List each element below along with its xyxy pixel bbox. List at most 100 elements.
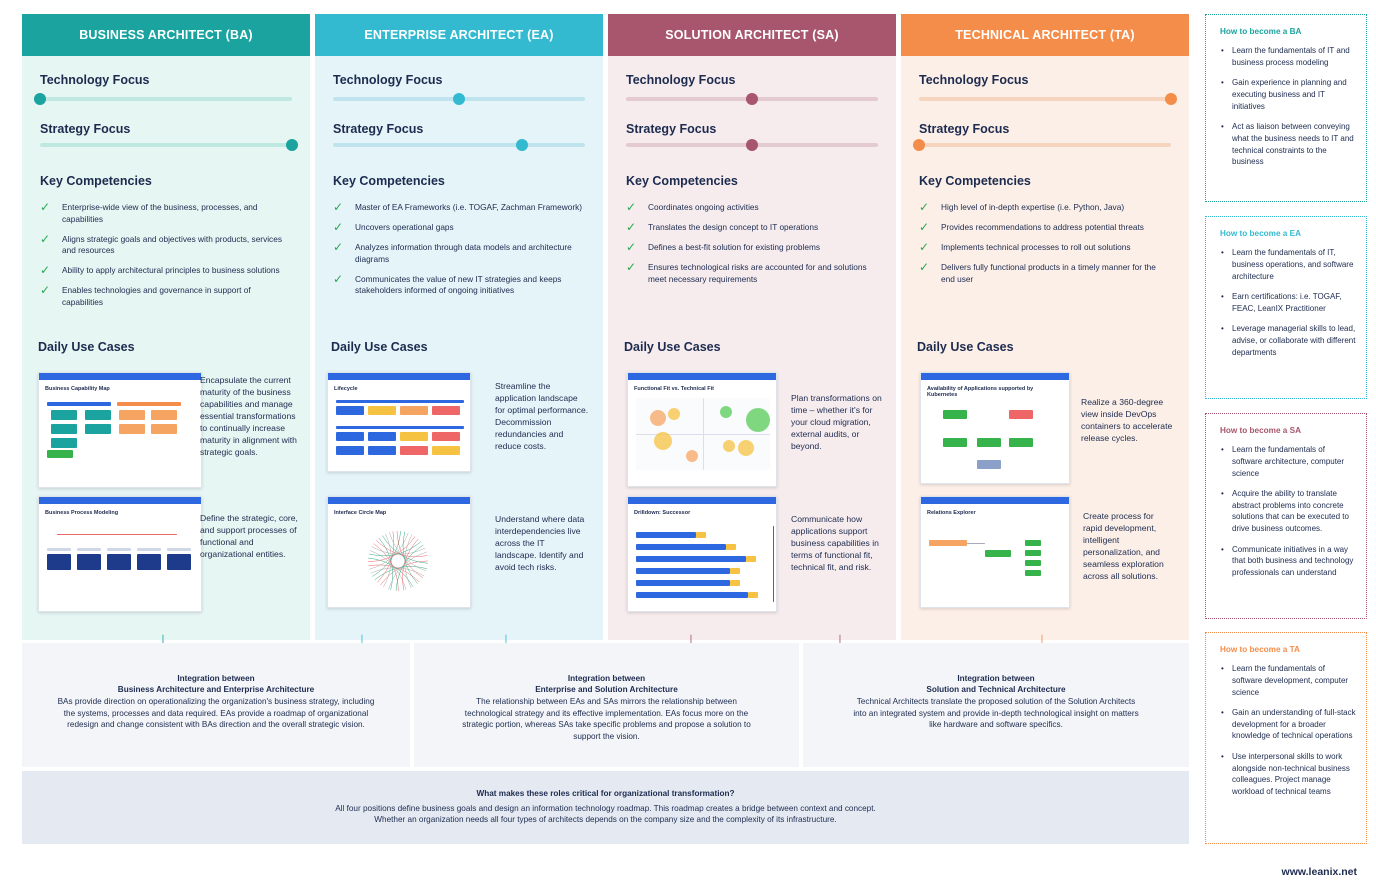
use-case-screenshot: Lifecycle xyxy=(327,372,471,472)
preview-block xyxy=(119,424,145,434)
how-to-item: Gain experience in planning and executin… xyxy=(1220,77,1356,112)
screenshot-title: Drilldown: Successor xyxy=(634,510,691,516)
key-competencies-label: Key Competencies xyxy=(919,174,1031,188)
competency-text: Communicates the value of new IT strateg… xyxy=(355,273,562,296)
preview-block xyxy=(336,446,364,455)
use-case-screenshot: Relations Explorer xyxy=(920,496,1070,608)
preview-block xyxy=(400,432,428,441)
preview-block xyxy=(336,426,464,429)
preview-block xyxy=(636,556,746,562)
check-icon: ✓ xyxy=(333,240,344,254)
preview-block xyxy=(636,592,748,598)
strategy-focus-slider xyxy=(626,139,878,151)
arrow-down-icon: ↓ xyxy=(501,629,511,651)
preview-block xyxy=(967,543,985,544)
key-competencies-label: Key Competencies xyxy=(40,174,152,188)
how-to-ta-box: How to become a TALearn the fundamentals… xyxy=(1205,632,1367,844)
preview-block xyxy=(47,548,71,551)
preview-block xyxy=(977,438,1001,447)
use-case-screenshot: Drilldown: Successor xyxy=(627,496,777,612)
ea-column: ENTERPRISE ARCHITECT (EA)Technology Focu… xyxy=(315,14,603,640)
how-to-ea-box: How to become a EA Learn the fundamentals… xyxy=(1205,216,1367,399)
column-header: BUSINESS ARCHITECT (BA) xyxy=(22,14,310,56)
use-case-screenshot: Availability of Applications supported b… xyxy=(920,372,1070,484)
use-case-description: Understand where data interdependencies … xyxy=(495,514,585,572)
competency-item: ✓ Communicates the value of new IT strate… xyxy=(333,271,585,297)
preview-block xyxy=(151,424,177,434)
competency-item: ✓Delivers fully functional products in a… xyxy=(919,261,1171,285)
preview-block xyxy=(167,548,191,551)
integration-subtitle: Solution and Technical Architecture xyxy=(926,685,1066,694)
screenshot-title: Functional Fit vs. Technical Fit xyxy=(634,386,714,392)
preview-block xyxy=(929,540,967,546)
integration-ba-ea: Integration between Business Architectur… xyxy=(22,643,410,767)
preview-block xyxy=(336,400,464,403)
website-link[interactable]: www.leanix.net xyxy=(1281,866,1357,878)
check-icon: ✓ xyxy=(333,271,344,286)
preview-block xyxy=(336,432,364,441)
slider-knob xyxy=(746,93,758,105)
arrow-down-icon: ↓ xyxy=(686,629,696,651)
screenshot-title: Business Capability Map xyxy=(45,386,110,392)
screenshot-title: Lifecycle xyxy=(334,386,358,392)
preview-block xyxy=(686,450,698,462)
how-to-item: Learn the fundamentals of IT and busines… xyxy=(1220,45,1356,69)
how-to-item: Earn certifications: i.e. TOGAF, FEAC, L… xyxy=(1220,291,1356,315)
competency-text: Enables technologies and governance in s… xyxy=(62,285,251,307)
check-icon: ✓ xyxy=(40,200,51,214)
integration-title: Integration between xyxy=(957,674,1035,683)
preview-block xyxy=(636,580,730,586)
preview-block xyxy=(368,446,396,455)
integration-title: Integration between xyxy=(177,674,255,683)
window-bar xyxy=(328,497,470,504)
summary-line: Whether an organization needs all four t… xyxy=(374,815,837,824)
check-icon: ✓ xyxy=(626,220,637,234)
column-header: TECHNICAL ARCHITECT (TA) xyxy=(901,14,1189,56)
use-case-description: Create process for rapid development, in… xyxy=(1083,511,1164,581)
technology-focus-slider xyxy=(919,93,1177,105)
competency-item: ✓Aligns strategic goals and objectives w… xyxy=(40,233,292,257)
how-to-title: How to become a EA xyxy=(1220,229,1301,238)
how-to-item: Learn the fundamentals of IT, business o… xyxy=(1220,247,1356,282)
screenshot-preview xyxy=(628,392,776,485)
screenshot-preview xyxy=(921,398,1069,483)
preview-block xyxy=(85,424,111,434)
slider-knob xyxy=(453,93,465,105)
screenshot-preview xyxy=(921,516,1069,606)
slider-knob xyxy=(1165,93,1177,105)
preview-block xyxy=(1025,560,1041,566)
competency-text: Enterprise-wide view of the business, pr… xyxy=(62,202,258,224)
how-to-item: Leverage managerial skills to lead, advi… xyxy=(1220,323,1356,358)
preview-block xyxy=(400,446,428,455)
integration-title: Integration between xyxy=(567,674,646,683)
preview-block xyxy=(77,554,101,570)
integration-subtitle: Enterprise and Solution Architecture xyxy=(535,685,678,694)
preview-block xyxy=(723,440,735,452)
preview-block xyxy=(77,548,101,551)
preview-block xyxy=(47,554,71,570)
screenshot-preview xyxy=(39,516,201,610)
preview-block xyxy=(368,406,396,415)
preview-block xyxy=(726,544,736,550)
screenshot-preview xyxy=(328,392,470,470)
window-bar xyxy=(39,373,201,380)
slider-knob xyxy=(913,139,925,151)
preview-block xyxy=(432,446,460,455)
preview-block xyxy=(730,580,740,586)
competencies-list: ✓ Enterprise-wide view of the business, p… xyxy=(40,200,292,317)
competency-text: Analyzes information through data models… xyxy=(355,242,572,264)
preview-block xyxy=(432,432,460,441)
check-icon: ✓ xyxy=(333,200,344,214)
competency-item: ✓Uncovers operational gaps xyxy=(333,221,585,234)
screenshot-preview xyxy=(328,516,470,606)
use-case-description: Encapsulate the current maturity of the … xyxy=(200,375,297,457)
preview-block xyxy=(1025,570,1041,576)
use-case-description: Plan transformations on time – whether i… xyxy=(791,393,882,451)
integration-body: BAs provide direction on operationalizin… xyxy=(57,697,375,729)
preview-block xyxy=(137,554,161,570)
competency-item: ✓Translates the design concept to IT ope… xyxy=(626,220,878,234)
competency-item: ✓Ability to apply architectural principl… xyxy=(40,264,292,277)
preview-block xyxy=(748,592,758,598)
use-case-screenshot: Business Process Modeling xyxy=(38,496,202,612)
competency-text: Coordinates ongoing activities xyxy=(648,202,759,212)
